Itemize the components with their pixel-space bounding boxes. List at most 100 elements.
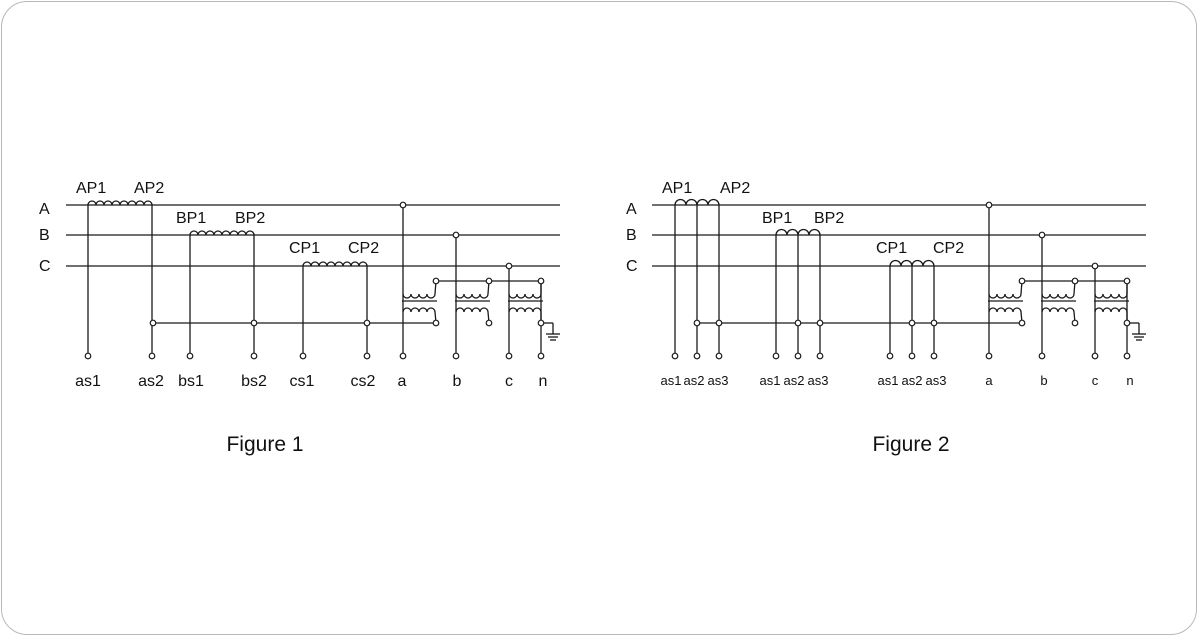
terminal-dot <box>886 352 894 360</box>
terminal-dot <box>1123 352 1131 360</box>
terminal-label: n <box>539 373 548 390</box>
junction-dot <box>794 319 802 327</box>
bus-label-c: C <box>39 258 51 275</box>
terminal-label: as3 <box>708 373 729 388</box>
junction-dot <box>505 262 513 270</box>
junction-dot <box>537 277 545 285</box>
figure-caption: Figure 1 <box>226 433 303 456</box>
terminal-label: as2 <box>784 373 805 388</box>
terminal-label: cs2 <box>351 373 376 390</box>
pt-secondary-coil-c <box>1094 307 1128 323</box>
ct-label-ap1: AP1 <box>76 180 106 197</box>
terminal-label: n <box>1126 373 1133 388</box>
terminal-label: c <box>505 373 513 390</box>
terminal-label: b <box>453 373 462 390</box>
terminal-label: cs1 <box>290 373 315 390</box>
terminal-dot <box>1038 352 1046 360</box>
terminal-dot <box>1091 352 1099 360</box>
terminal-dot <box>186 352 194 360</box>
ct-label-ap2: AP2 <box>134 180 164 197</box>
junction-dot <box>452 231 460 239</box>
ct-coil-c <box>889 259 935 267</box>
terminal-label: b <box>1040 373 1047 388</box>
junction-dot <box>1018 277 1026 285</box>
pt-primary-coil-a <box>402 280 437 299</box>
terminal-label: as2 <box>138 373 164 390</box>
terminal-dot <box>250 352 258 360</box>
junction-dot <box>693 319 701 327</box>
ct-label-cp2: CP2 <box>348 240 379 257</box>
bus-label-a: A <box>626 201 637 218</box>
junction-dot <box>1091 262 1099 270</box>
ct-coil-b <box>189 230 255 236</box>
terminal-dot <box>816 352 824 360</box>
pt-secondary-coil-b <box>1041 307 1076 324</box>
figure-2: A B C AP1 AP2 BP1 BP2 CP1 CP2 as1 as2 as… <box>626 180 1146 456</box>
pt-primary-coil-b <box>455 280 490 299</box>
terminal-dot <box>772 352 780 360</box>
terminal-dot <box>84 352 92 360</box>
junction-dot <box>715 319 723 327</box>
junction-dot <box>432 277 440 285</box>
terminal-dot <box>505 352 513 360</box>
ct-label-ap2: AP2 <box>720 180 750 197</box>
junction-dot <box>537 319 545 327</box>
pt-primary-coil-a <box>988 280 1023 299</box>
terminal-dot <box>148 352 156 360</box>
terminal-label: a <box>985 373 993 388</box>
ct-label-bp2: BP2 <box>235 210 265 227</box>
terminal-label: as2 <box>684 373 705 388</box>
bus-label-b: B <box>626 227 637 244</box>
terminal-label: bs1 <box>178 373 204 390</box>
junction-dot <box>985 201 993 209</box>
figure-1: A B C AP1 AP2 BP1 BP2 CP1 CP2 as1 as2 bs… <box>39 180 560 456</box>
ct-label-bp1: BP1 <box>762 210 792 227</box>
figure-caption: Figure 2 <box>872 433 949 456</box>
ct-label-bp2: BP2 <box>814 210 844 227</box>
terminal-dot <box>908 352 916 360</box>
ct-coil-c <box>302 261 368 267</box>
terminal-dot <box>985 352 993 360</box>
ct-label-cp2: CP2 <box>933 240 964 257</box>
terminal-dot <box>363 352 371 360</box>
junction-dot <box>250 319 258 327</box>
pt-secondary-coil-b <box>455 307 490 324</box>
pt-secondary-coil-a <box>402 307 437 324</box>
junction-dot <box>485 277 493 285</box>
pt-secondary-coil-a <box>988 307 1023 324</box>
terminal-dot <box>715 352 723 360</box>
ct-coil-a <box>674 198 720 206</box>
pt-secondary-coil-c <box>508 307 542 323</box>
bus-label-a: A <box>39 201 50 218</box>
ct-label-cp1: CP1 <box>289 240 320 257</box>
pt-primary-coil-c <box>1094 281 1128 299</box>
junction-dot <box>149 319 157 327</box>
ct-label-ap1: AP1 <box>662 180 692 197</box>
terminal-dot <box>794 352 802 360</box>
terminal-dot <box>537 352 545 360</box>
junction-dot <box>1123 319 1131 327</box>
ct-coil-a <box>87 200 153 206</box>
junction-dot <box>399 201 407 209</box>
terminal-dot <box>399 352 407 360</box>
terminal-label: as1 <box>878 373 899 388</box>
ct-label-bp1: BP1 <box>176 210 206 227</box>
junction-dot <box>363 319 371 327</box>
junction-dot <box>1038 231 1046 239</box>
junction-dot <box>1018 319 1026 327</box>
terminal-label: as3 <box>926 373 947 388</box>
junction-dot <box>908 319 916 327</box>
terminal-dot <box>299 352 307 360</box>
terminal-label: a <box>398 373 407 390</box>
terminal-label: as2 <box>902 373 923 388</box>
junction-dot <box>1071 319 1079 327</box>
junction-dot <box>816 319 824 327</box>
junction-dot <box>432 319 440 327</box>
ct-coil-b <box>775 228 821 236</box>
terminal-label: bs2 <box>241 373 267 390</box>
terminal-dot <box>930 352 938 360</box>
bus-label-b: B <box>39 227 50 244</box>
junction-dot <box>930 319 938 327</box>
